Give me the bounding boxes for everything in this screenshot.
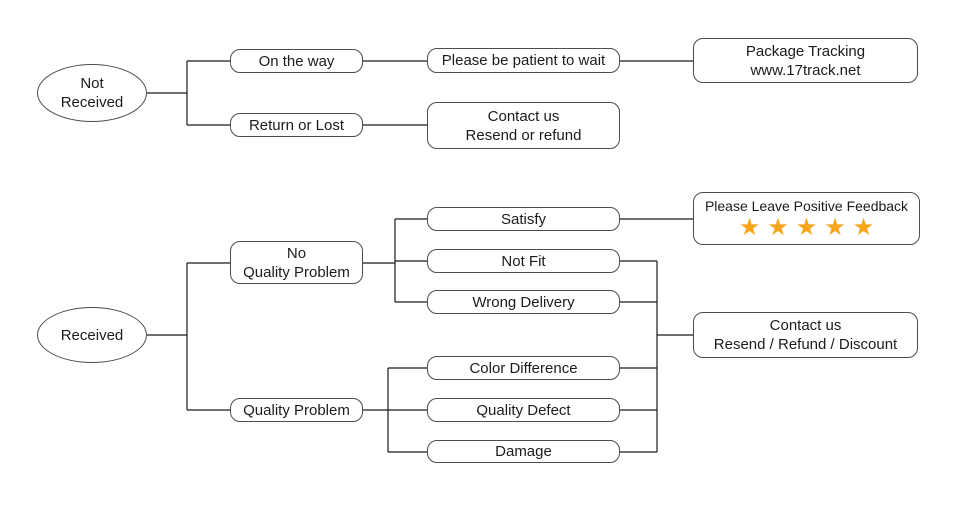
node-quality-defect: Quality Defect	[427, 398, 620, 422]
node-not-received-line1: Not	[80, 75, 104, 92]
node-not-fit-label: Not Fit	[501, 252, 546, 270]
node-return-or-lost: Return or Lost	[230, 113, 363, 137]
node-satisfy: Satisfy	[427, 207, 620, 231]
node-package-tracking: Package Tracking www.17track.net	[693, 38, 918, 83]
node-contact-discount-line1: Contact us	[769, 317, 842, 334]
node-received: Received	[37, 307, 147, 363]
node-positive-feedback-label: Please Leave Positive Feedback	[704, 198, 909, 214]
node-damage-label: Damage	[495, 443, 552, 460]
node-no-quality-problem-line2: Quality Problem	[243, 263, 350, 281]
node-not-fit: Not Fit	[427, 249, 620, 273]
node-on-the-way: On the way	[230, 49, 363, 73]
node-color-difference-label: Color Difference	[469, 359, 578, 377]
node-positive-feedback: Please Leave Positive Feedback ★★★★★	[693, 192, 920, 245]
node-not-received: Not Received	[37, 64, 147, 122]
node-quality-problem-label: Quality Problem	[243, 401, 350, 419]
node-received-label: Received	[60, 326, 124, 344]
node-contact-resend-refund-line2: Resend or refund	[465, 126, 582, 144]
node-contact-resend-refund: Contact us Resend or refund	[427, 102, 620, 149]
node-damage: Damage	[427, 440, 620, 463]
node-satisfy-label: Satisfy	[500, 210, 546, 228]
node-return-or-lost-label: Return or Lost	[248, 116, 345, 134]
node-on-the-way-label: On the way	[258, 52, 335, 70]
package-tracking-url: www.17track.net	[750, 61, 861, 79]
five-star-rating-icon: ★★★★★	[738, 214, 882, 241]
node-package-tracking-line1: Package Tracking	[745, 42, 866, 60]
node-color-difference: Color Difference	[427, 356, 620, 380]
node-please-be-patient-label: Please be patient to wait	[441, 52, 606, 69]
node-no-quality-problem: No Quality Problem	[230, 241, 363, 284]
node-wrong-delivery-label: Wrong Delivery	[472, 293, 575, 311]
node-contact-resend-refund-discount: Contact us Resend / Refund / Discount	[693, 312, 918, 358]
node-not-received-line2: Received	[60, 94, 124, 111]
node-please-be-patient: Please be patient to wait	[427, 48, 620, 73]
node-wrong-delivery: Wrong Delivery	[427, 290, 620, 314]
node-contact-discount-line2: Resend / Refund / Discount	[713, 336, 898, 353]
node-contact-resend-refund-line1: Contact us	[487, 107, 560, 125]
node-no-quality-problem-line1: No	[286, 244, 307, 262]
node-quality-problem: Quality Problem	[230, 398, 363, 422]
node-quality-defect-label: Quality Defect	[476, 401, 571, 419]
